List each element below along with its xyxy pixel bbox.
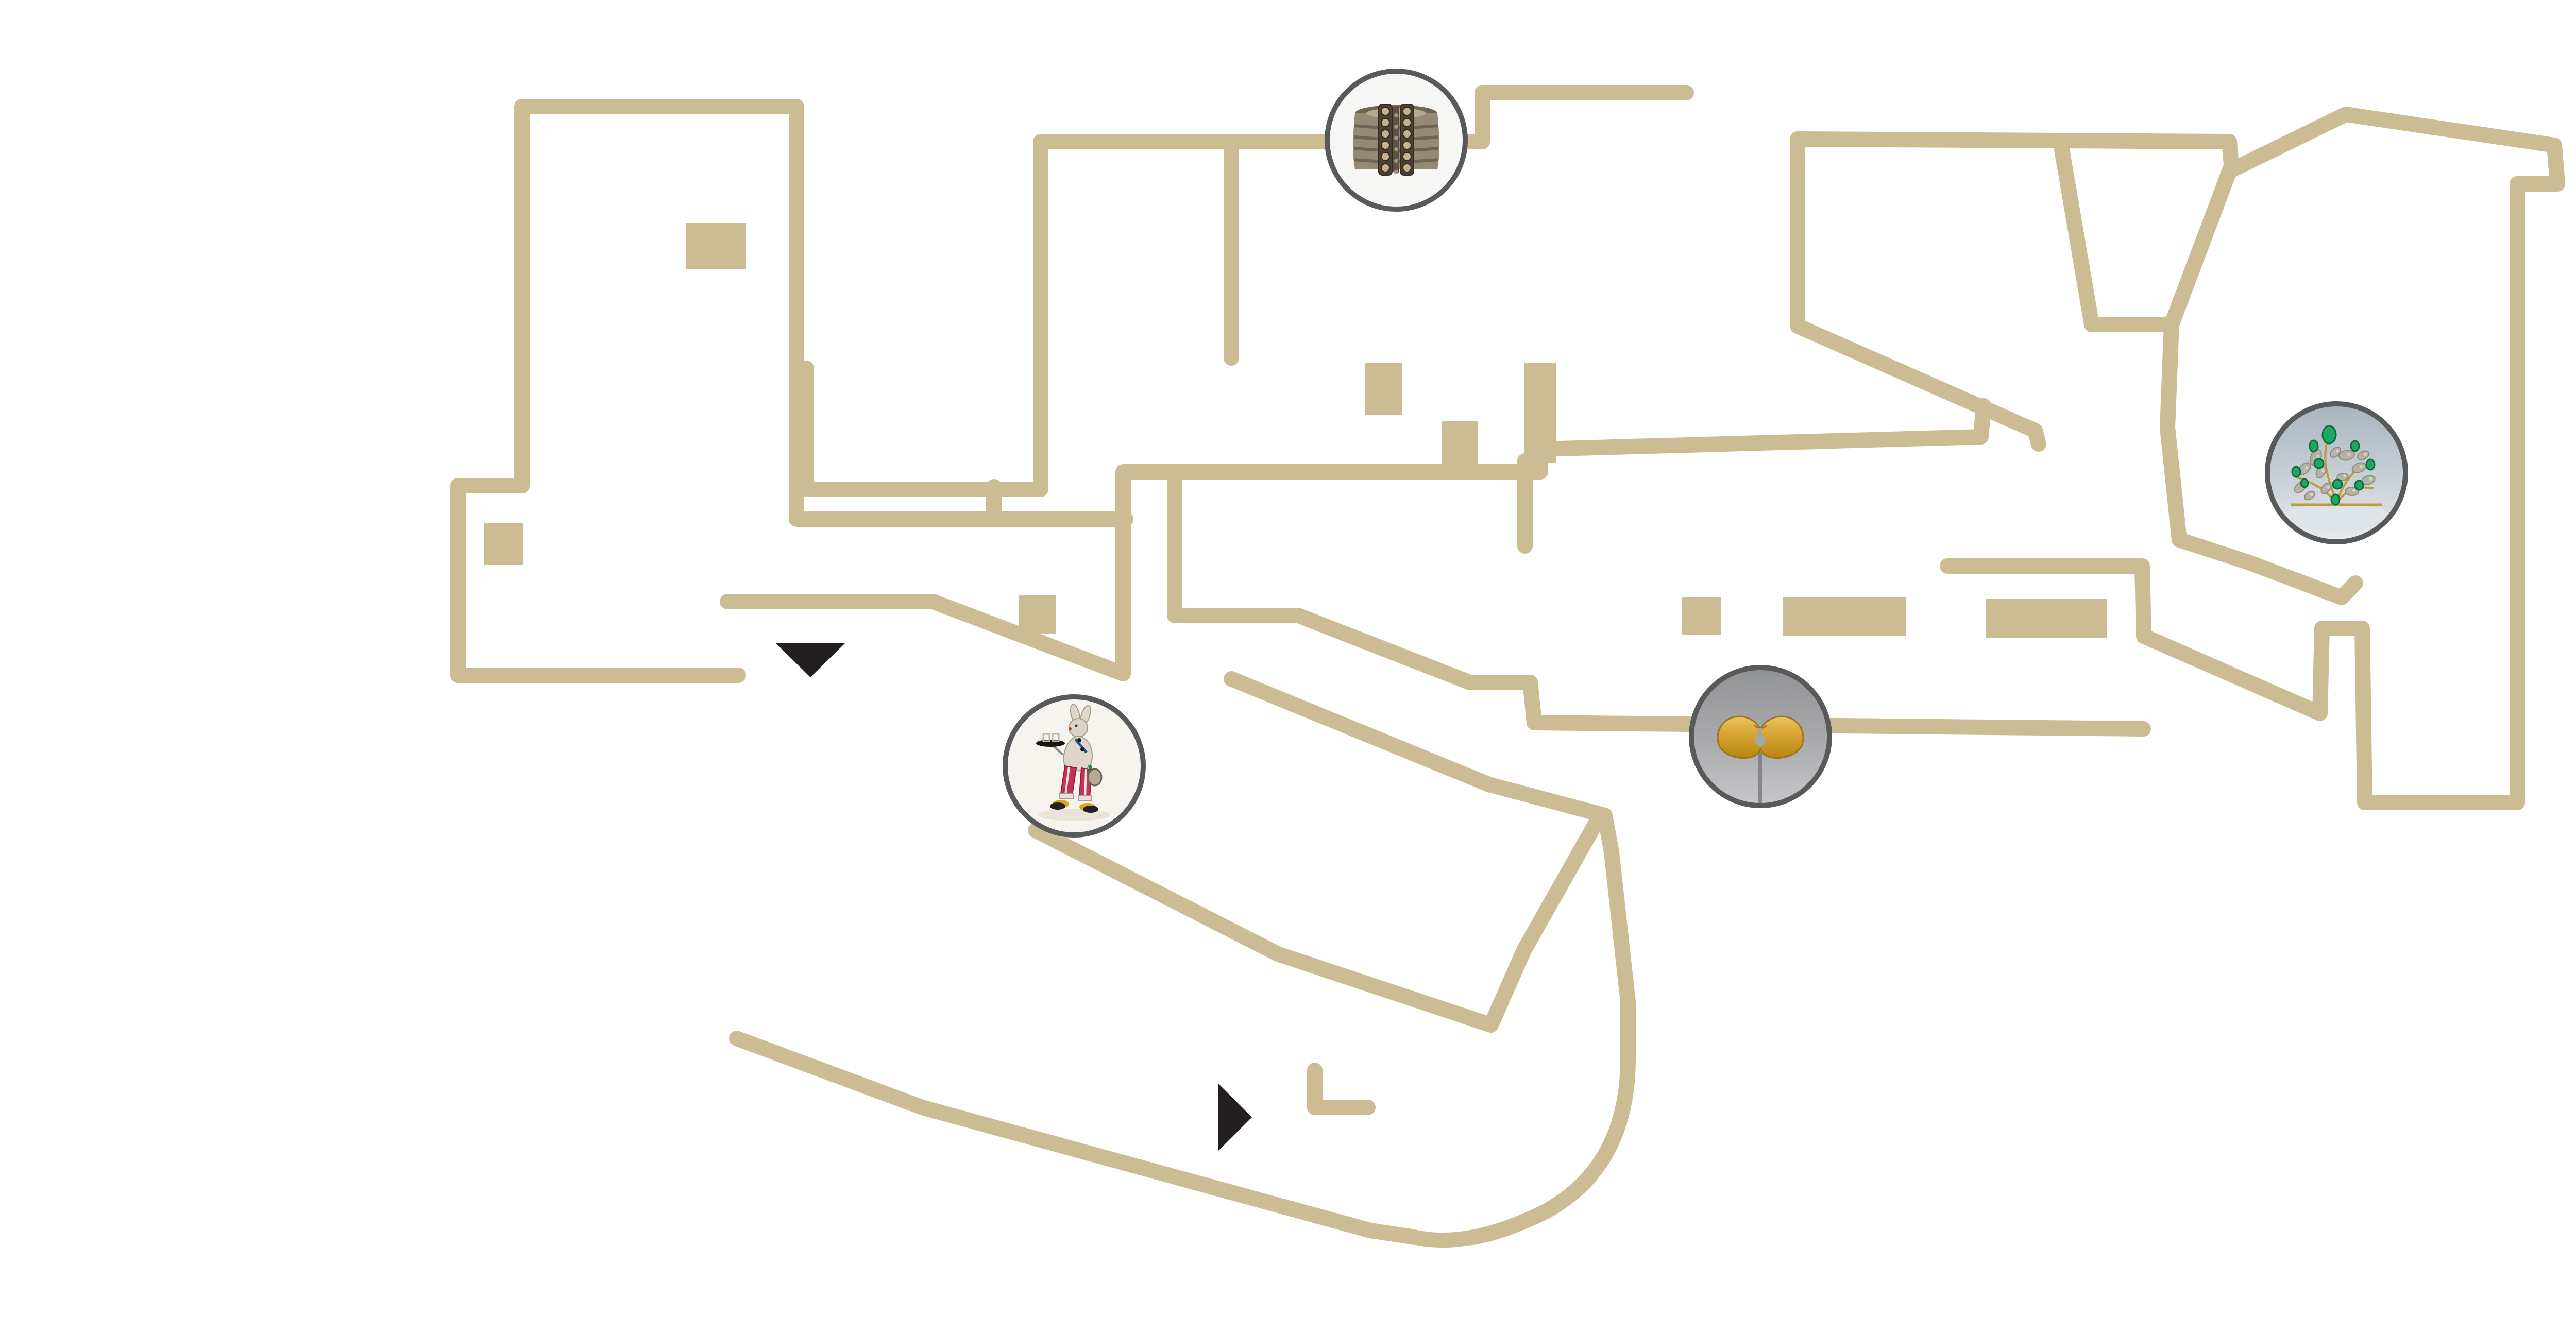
wall-south-room-bracket <box>1307 1063 1376 1115</box>
wall-central-hall-south-wall <box>1167 466 2151 737</box>
emerald-diamond-spray-marker[interactable] <box>2265 401 2408 544</box>
wall-corridor-upper-wall <box>720 398 1991 681</box>
wall-south-room-outline <box>729 671 1636 1249</box>
pillar-c3 <box>1524 363 1556 463</box>
gold-ring <box>1689 665 1832 808</box>
wall-room-a-b-outline <box>450 99 1133 683</box>
pillar-corridor <box>1019 595 1056 634</box>
rabbit-ring <box>1003 694 1146 838</box>
pillar-room-b <box>484 523 523 565</box>
pillar-hall-3 <box>1986 599 2107 638</box>
pillar-hall-2 <box>1783 597 1906 636</box>
rabbit-artifact-icon <box>1036 704 1110 821</box>
wall-south-room-left-wall <box>1028 809 1607 1033</box>
pillar-c2 <box>1442 421 1478 468</box>
bracelet-artifact-icon <box>1353 104 1439 176</box>
nav-arrow-down[interactable] <box>776 643 845 677</box>
walls-layer <box>450 85 2565 1249</box>
gold-wing-pendant-marker[interactable] <box>1689 665 1832 809</box>
pillar-hall-1 <box>1682 597 1721 635</box>
pillar-c1 <box>1365 363 1402 415</box>
silver-coil-bracelet-marker[interactable] <box>1325 69 1468 212</box>
pillars-layer <box>484 223 2107 638</box>
arrows-layer <box>776 643 1252 1151</box>
wall-east-wing-descent <box>2160 317 2363 605</box>
gold-artifact-icon <box>1717 715 1804 806</box>
emerald-ring <box>2265 401 2408 544</box>
wall-east-wing-outline <box>1790 107 2565 810</box>
nav-arrow-right[interactable] <box>1218 1083 1252 1151</box>
wall-east-wing-pocket <box>2054 142 2239 332</box>
exhibit-markers-layer <box>1003 69 2408 838</box>
bracelet-ring <box>1325 69 1468 212</box>
pillar-room-a <box>686 223 746 269</box>
wall-room-b-inner-wall <box>799 85 1694 497</box>
emerald-artifact-icon <box>2283 425 2390 531</box>
jeweled-rabbit-waiter-marker[interactable] <box>1003 694 1146 838</box>
